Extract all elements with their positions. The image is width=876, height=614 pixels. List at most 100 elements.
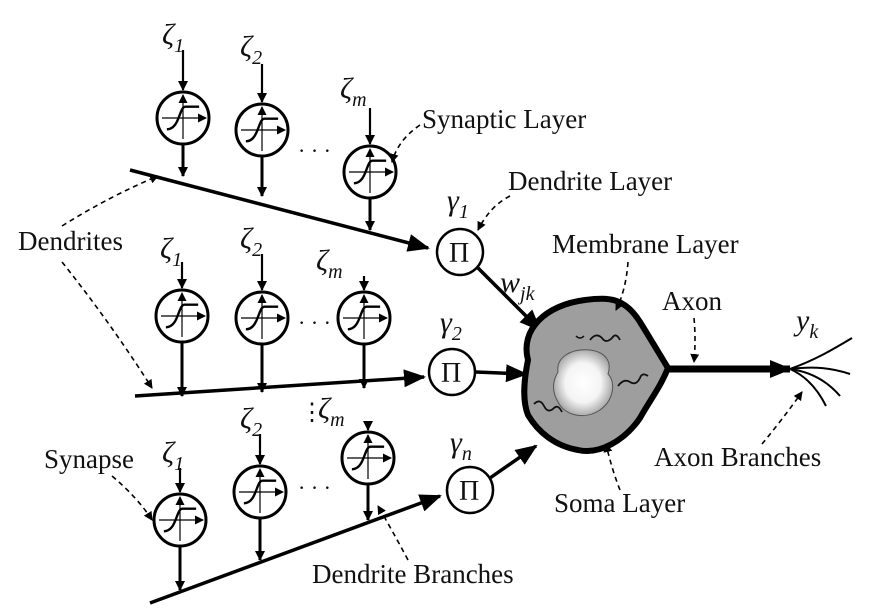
ellipsis-row-1: · · · [298, 138, 331, 163]
zeta-subscript-1: 1 [172, 249, 182, 271]
pointer-soma-layer [603, 443, 621, 491]
synapse-unit [234, 64, 290, 197]
diagram-labels: Synaptic Layer Dendrite Layer Membrane L… [18, 104, 821, 589]
dendrite-layer-nodes: Π Π Π [427, 227, 495, 515]
svg-text:ζ2: ζ2 [240, 222, 262, 261]
organelle-squiggle-2 [533, 400, 563, 413]
label-axon-branches: Axon Branches [654, 442, 821, 472]
pointer-synaptic-layer [389, 124, 421, 163]
synapse-unit [152, 468, 208, 591]
gamma-labels: γ 1 γ2 γn [440, 184, 472, 465]
weight-subscript: jk [517, 283, 536, 305]
sigmoid-curve [245, 117, 279, 143]
gamma-subscript-1: 1 [459, 201, 469, 223]
pointer-dendrites-lower [61, 261, 153, 389]
zeta-subscript-m: m [352, 89, 366, 111]
zeta-symbol: ζ [240, 30, 254, 63]
synapse-unit [155, 50, 211, 177]
zeta-symbol: ζ [160, 232, 174, 265]
zeta-symbol: ζ [162, 18, 176, 51]
axon [665, 337, 853, 407]
dendrite-branch-1 [129, 168, 430, 252]
pi-symbol: Π [449, 238, 469, 269]
ellipsis-row-3: · · · [298, 475, 331, 500]
sigmoid-curve [166, 105, 200, 131]
pi-node-n [445, 465, 495, 515]
organelle-squiggle-3 [617, 373, 649, 387]
axon-branch-4 [789, 368, 827, 407]
output-symbol: y [793, 304, 810, 337]
zeta-symbol: ζ [162, 436, 176, 469]
svg-text:wjk: wjk [500, 266, 536, 305]
pointer-dendrite-branches [377, 505, 409, 561]
synapse-unit [342, 108, 398, 231]
pointer-axon-branches [761, 391, 803, 445]
synapse-unit [154, 262, 210, 397]
gamma-symbol: γ [450, 426, 463, 459]
svg-text:ζ2: ζ2 [240, 402, 262, 441]
svg-text:ζm: ζm [316, 244, 343, 283]
svg-text:ζm: ζm [340, 72, 367, 111]
svg-text:yk: yk [793, 304, 819, 343]
zeta-subscript-m: m [328, 261, 342, 283]
label-membrane-layer: Membrane Layer [552, 229, 739, 259]
pointer-dendrite-layer [477, 195, 511, 231]
zeta-subscript-2: 2 [252, 419, 262, 441]
sigmoid-curve [351, 445, 385, 471]
synapse-unit [340, 421, 396, 521]
sigmoid-curve [165, 303, 199, 329]
ellipsis-row-2: · · · [298, 310, 331, 335]
organelle-squiggle-4 [575, 335, 585, 339]
synapse-unit [232, 434, 288, 561]
connection-n [489, 444, 538, 480]
axon-branch-2 [789, 366, 851, 375]
pi-node-1 [435, 227, 485, 277]
svg-text:ζ1: ζ1 [160, 232, 182, 271]
label-synapse: Synapse [44, 444, 134, 474]
pi-node-2 [427, 347, 477, 397]
zeta-subscript-1: 1 [174, 35, 184, 57]
dendrite-branch-3 [149, 494, 442, 605]
svg-text:ζ2: ζ2 [240, 30, 262, 69]
pointer-membrane-layer [615, 261, 629, 311]
organelle-squiggle-1 [589, 334, 621, 342]
zeta-subscript-2: 2 [252, 47, 262, 69]
membrane-connections [475, 266, 542, 480]
zeta-symbol: ζ [340, 72, 354, 105]
label-dendrite-branches: Dendrite Branches [312, 559, 514, 589]
pi-symbol: Π [441, 358, 461, 389]
sigmoid-curve [245, 305, 279, 331]
sigmoid-curve [353, 159, 387, 185]
svg-text:γ2: γ2 [440, 306, 462, 345]
zeta-subscript-1: 1 [174, 453, 184, 475]
svg-text:γn: γn [450, 426, 472, 465]
gamma-subscript-2: 2 [452, 323, 462, 345]
gamma-subscript-n: n [462, 443, 472, 465]
zeta-symbol: ζ [318, 392, 332, 425]
synapse-unit [234, 254, 290, 393]
svg-text:ζ1: ζ1 [162, 436, 184, 475]
axon-branch-3 [789, 368, 841, 397]
label-axon: Axon [662, 286, 722, 316]
output-subscript: k [809, 321, 819, 343]
label-pointers [61, 124, 803, 561]
svg-text:ζm: ζm [318, 392, 345, 431]
pointer-axon [690, 317, 700, 363]
synaptic-units [152, 50, 398, 591]
weight-symbol: w [500, 266, 520, 299]
sigmoid-curve [163, 507, 197, 533]
dendrite-branch-2 [134, 369, 426, 398]
vertical-dots: ⋮ [300, 400, 324, 426]
nucleus [553, 349, 614, 417]
soma [521, 295, 672, 454]
connection-2 [475, 364, 528, 383]
zeta-symbol: ζ [240, 402, 254, 435]
pi-symbol: Π [459, 476, 479, 507]
label-synaptic-layer: Synaptic Layer [422, 104, 586, 134]
zeta-symbol: ζ [316, 244, 330, 277]
pointer-synapse [111, 475, 153, 521]
sigmoid-curve [347, 305, 381, 331]
synapse-unit [336, 276, 392, 389]
zeta-symbol: ζ [240, 222, 254, 255]
